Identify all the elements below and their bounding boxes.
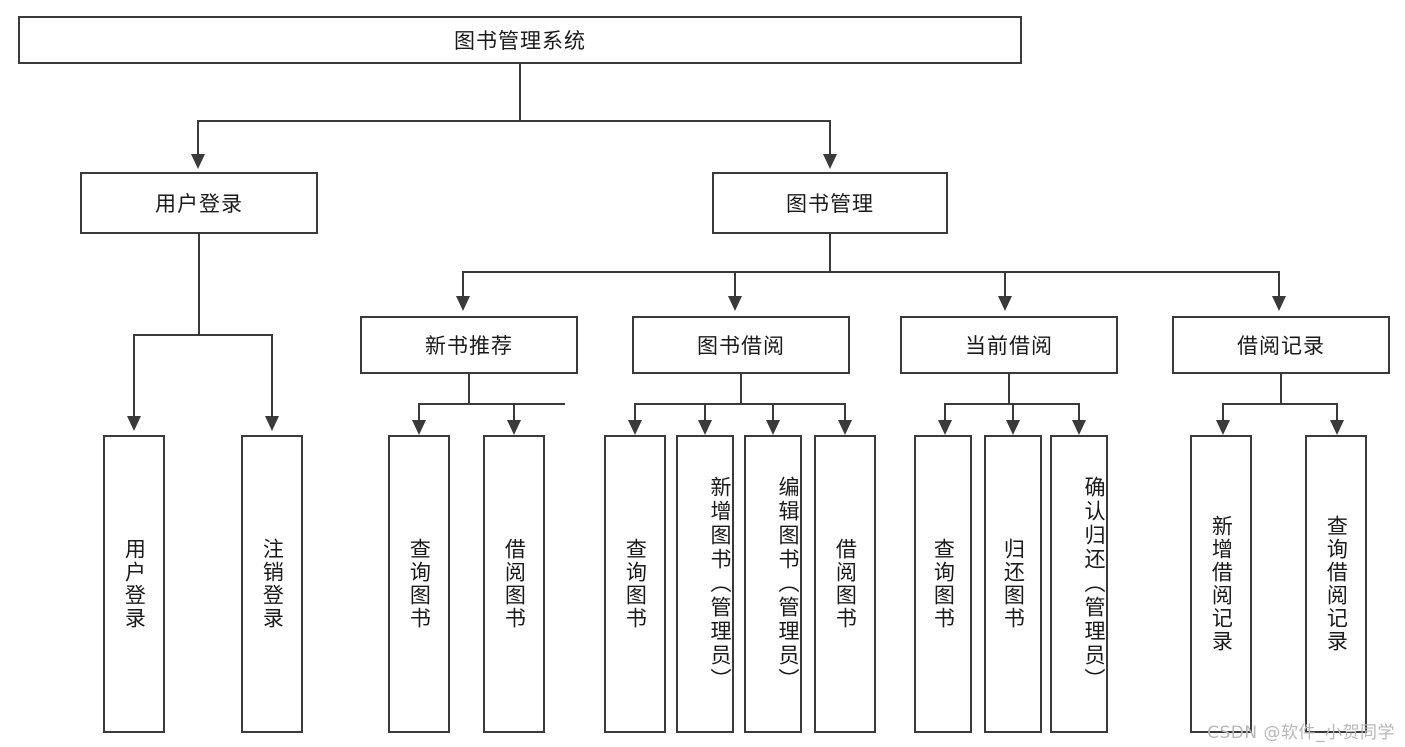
arrowhead-to-book-borrow <box>728 296 742 311</box>
node-root-book-management-system[interactable]: 图书管理系统 <box>18 16 1022 64</box>
node-borrow-record[interactable]: 借阅记录 <box>1172 316 1390 374</box>
node-label: 新增图书（管理员） <box>708 476 732 692</box>
node-label: 查询图书 <box>407 538 432 630</box>
leaf-cb-query-book[interactable]: 查询图书 <box>914 435 972 733</box>
arrowhead-br-leaf-2 <box>1330 420 1344 435</box>
arrowhead-br-leaf-1 <box>1216 420 1230 435</box>
node-label: 查询图书 <box>623 538 648 630</box>
leaf-cb-return-book[interactable]: 归还图书 <box>984 435 1042 733</box>
node-book-management[interactable]: 图书管理 <box>712 172 948 234</box>
node-user-login[interactable]: 用户登录 <box>80 172 318 234</box>
connector-br-bus <box>1222 403 1338 405</box>
connector-user-login-stem <box>198 234 200 335</box>
leaf-bb-query-book[interactable]: 查询图书 <box>604 435 666 733</box>
connector-bm-drop-4 <box>1278 271 1280 296</box>
leaf-bb-edit-book-admin[interactable]: 编辑图书（管理员） <box>744 435 802 733</box>
connector-book-management-bus <box>462 271 1280 273</box>
node-new-book-recommend[interactable]: 新书推荐 <box>360 316 578 374</box>
node-book-borrow[interactable]: 图书借阅 <box>632 316 850 374</box>
connector-book-management-stem <box>829 234 831 272</box>
leaf-bb-add-book-admin[interactable]: 新增图书（管理员） <box>676 435 734 733</box>
connector-br-drop-1 <box>1222 403 1224 420</box>
connector-cb-drop-2 <box>1012 403 1014 420</box>
arrowhead-bb-leaf-4 <box>838 420 852 435</box>
leaf-br-add-record[interactable]: 新增借阅记录 <box>1190 435 1252 733</box>
arrowhead-to-borrow-record <box>1272 296 1286 311</box>
node-current-borrow[interactable]: 当前借阅 <box>900 316 1118 374</box>
connector-cb-stem <box>1008 374 1010 404</box>
node-label: 新增借阅记录 <box>1209 515 1234 653</box>
connector-nbr-drop-1 <box>418 403 420 420</box>
arrowhead-cb-leaf-2 <box>1006 420 1020 435</box>
connector-bm-drop-1 <box>462 271 464 296</box>
arrowhead-to-book-management <box>823 154 837 169</box>
arrowhead-nbr-leaf-1 <box>412 420 426 435</box>
arrowhead-to-new-book-recommend <box>456 296 470 311</box>
connector-bm-drop-2 <box>734 271 736 296</box>
node-label: 图书管理 <box>786 192 874 216</box>
connector-bb-drop-3 <box>772 403 774 420</box>
node-label: 借阅图书 <box>833 538 858 630</box>
leaf-nbr-borrow-book[interactable]: 借阅图书 <box>483 435 545 733</box>
connector-root-bus <box>197 120 831 122</box>
node-label: 用户登录 <box>122 538 147 630</box>
node-label: 当前借阅 <box>965 334 1053 358</box>
leaf-nbr-query-book[interactable]: 查询图书 <box>388 435 450 733</box>
connector-user-login-drop-1 <box>133 334 135 416</box>
connector-nbr-drop-2 <box>513 403 515 420</box>
arrowhead-cb-leaf-1 <box>938 420 952 435</box>
leaf-bb-borrow-book[interactable]: 借阅图书 <box>814 435 876 733</box>
node-label: 确认归还（管理员） <box>1082 476 1106 692</box>
connector-br-stem <box>1280 374 1282 404</box>
node-label: 借阅记录 <box>1237 334 1325 358</box>
connector-root-drop-right <box>829 120 831 154</box>
arrowhead-bb-leaf-2 <box>698 420 712 435</box>
leaf-cb-confirm-return-admin[interactable]: 确认归还（管理员） <box>1050 435 1108 733</box>
arrowhead-bb-leaf-1 <box>628 420 642 435</box>
connector-bb-stem <box>740 374 742 404</box>
arrowhead-to-user-login <box>191 154 205 169</box>
connector-user-login-drop-2 <box>271 334 273 416</box>
connector-bb-drop-1 <box>634 403 636 420</box>
leaf-logout[interactable]: 注销登录 <box>241 435 303 733</box>
connector-bb-drop-4 <box>844 403 846 420</box>
leaf-user-login[interactable]: 用户登录 <box>103 435 165 733</box>
node-label: 图书管理系统 <box>454 29 586 53</box>
node-label: 用户登录 <box>155 192 243 216</box>
arrowhead-bb-leaf-3 <box>766 420 780 435</box>
leaf-br-query-record[interactable]: 查询借阅记录 <box>1305 435 1367 733</box>
node-label: 借阅图书 <box>502 538 527 630</box>
connector-bm-drop-3 <box>1004 271 1006 296</box>
connector-bb-drop-2 <box>704 403 706 420</box>
node-label: 查询图书 <box>931 538 956 630</box>
connector-cb-drop-1 <box>944 403 946 420</box>
connector-nbr-bus <box>418 403 565 405</box>
node-label: 查询借阅记录 <box>1324 515 1349 653</box>
node-label: 归还图书 <box>1001 538 1026 630</box>
connector-br-drop-2 <box>1336 403 1338 420</box>
node-label: 编辑图书（管理员） <box>776 476 800 692</box>
connector-cb-drop-3 <box>1078 403 1080 420</box>
connector-root-drop-left <box>197 120 199 154</box>
node-label: 新书推荐 <box>425 334 513 358</box>
arrowhead-nbr-leaf-2 <box>507 420 521 435</box>
arrowhead-user-login-leaf-2 <box>265 416 279 431</box>
arrowhead-user-login-leaf-1 <box>127 416 141 431</box>
connector-bb-bus <box>634 403 846 405</box>
connector-user-login-bus <box>133 334 272 336</box>
arrowhead-cb-leaf-3 <box>1072 420 1086 435</box>
node-label: 图书借阅 <box>697 334 785 358</box>
connector-nbr-stem <box>468 374 470 404</box>
arrowhead-to-current-borrow <box>998 296 1012 311</box>
node-label: 注销登录 <box>260 538 285 630</box>
connector-root-stem <box>519 64 521 121</box>
csdn-watermark: CSDN @软件_小贺同学 <box>1207 723 1395 743</box>
